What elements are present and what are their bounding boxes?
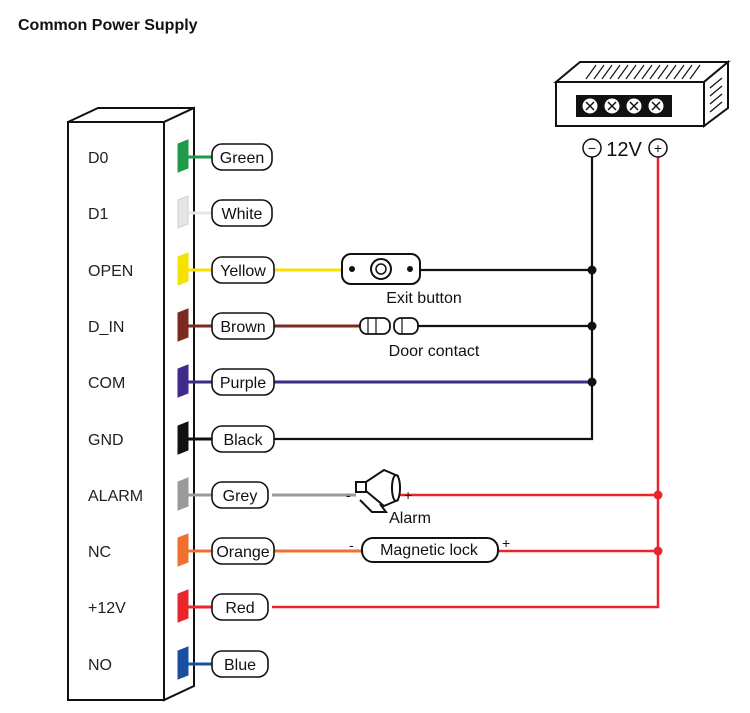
terminal-label-d1: D1 <box>88 206 109 223</box>
door-contact-device: Door contact <box>359 317 480 360</box>
exit-button-label: Exit button <box>386 290 462 307</box>
terminal-row-d-in: D_IN Brown <box>88 308 275 342</box>
wire-color-label-open: Yellow <box>220 263 266 280</box>
terminal-label-12v: +12V <box>88 600 126 617</box>
magnetic-lock-label: Magnetic lock <box>380 542 479 559</box>
terminal-label-nc: NC <box>88 544 111 561</box>
terminal-tab-open <box>177 252 189 286</box>
terminal-tab-nc <box>177 533 189 567</box>
terminal-row-alarm: ALARM Grey <box>88 477 269 511</box>
terminal-row-nc: NC Orange <box>88 533 275 567</box>
junction-dot <box>587 321 597 331</box>
terminal-row-d0: D0 Green <box>88 139 273 173</box>
terminal-row-12v: +12V Red <box>88 589 269 623</box>
terminal-label-d0: D0 <box>88 150 109 167</box>
siren-icon <box>355 468 401 513</box>
terminal-row-com: COM Purple <box>88 364 275 398</box>
alarm-minus-sign: - <box>346 487 351 503</box>
wire-color-label-no: Blue <box>224 657 256 674</box>
wire-color-label-gnd: Black <box>223 432 263 449</box>
terminal-tab-d1 <box>177 195 189 229</box>
power-supply: − 12V + <box>553 59 731 161</box>
power-supply-icon <box>553 59 731 128</box>
terminal-row-no: NO Blue <box>88 646 269 680</box>
magnetic-lock-minus-sign: - <box>349 537 354 553</box>
terminal-tab-gnd <box>177 421 189 455</box>
minus-terminal <box>582 138 602 158</box>
magnetic-lock-plus-sign: + <box>502 535 510 551</box>
wire-color-pill-nc <box>211 537 275 565</box>
wire-color-pill-d0 <box>211 143 273 171</box>
terminal-label-com: COM <box>88 375 125 392</box>
alarm-device: - + Alarm <box>346 468 431 527</box>
terminal-label-open: OPEN <box>88 263 133 280</box>
alarm-label: Alarm <box>389 510 431 527</box>
wires <box>272 157 663 609</box>
terminal-tab-12v <box>177 589 189 623</box>
terminal-tab-no <box>177 646 189 680</box>
wire-color-label-nc: Orange <box>216 544 269 561</box>
wire-color-label-alarm: Grey <box>223 488 258 505</box>
minus-symbol: − <box>588 140 596 156</box>
diagram-title: Common Power Supply <box>18 17 198 34</box>
exit-button-device: Exit button <box>341 253 462 307</box>
terminal-row-d1: D1 White <box>88 195 273 229</box>
wire-color-pill-alarm <box>211 481 269 509</box>
wire-color-pill-no <box>211 650 269 678</box>
junction-dot <box>587 377 597 387</box>
junction-dot <box>653 490 663 500</box>
wire-color-pill-open <box>211 256 275 284</box>
door-contact-label: Door contact <box>389 343 480 360</box>
alarm-plus-sign: + <box>404 487 412 503</box>
wire-color-label-com: Purple <box>220 375 266 392</box>
wire-color-label-d1: White <box>222 206 263 223</box>
terminal-label-no: NO <box>88 657 112 674</box>
wire-color-pill-gnd <box>211 425 275 453</box>
junction-dot <box>587 265 597 275</box>
magnetic-lock-device: Magnetic lock - + <box>349 535 510 563</box>
terminal-tab-d-in <box>177 308 189 342</box>
controller-unit <box>67 106 195 702</box>
terminal-row-gnd: GND Black <box>88 421 275 455</box>
wire-color-pill-12v <box>211 593 269 621</box>
wire-color-pill-com <box>211 368 275 396</box>
terminal-tab-com <box>177 364 189 398</box>
terminal-row-open: OPEN Yellow <box>88 252 275 286</box>
plus-symbol: + <box>654 140 662 156</box>
wire-color-pill-d1 <box>211 199 273 227</box>
wire-color-label-d0: Green <box>220 150 264 167</box>
terminal-label-d-in: D_IN <box>88 319 124 336</box>
black-wire <box>272 157 594 441</box>
junction-dot <box>653 546 663 556</box>
plus-terminal <box>648 138 668 158</box>
wire-color-label-12v: Red <box>225 600 254 617</box>
wire-color-label-d-in: Brown <box>220 319 265 336</box>
terminal-tab-alarm <box>177 477 189 511</box>
door-contact-icon <box>359 317 419 335</box>
terminal-label-gnd: GND <box>88 432 124 449</box>
voltage-label: 12V <box>606 139 642 161</box>
terminal-tab-d0 <box>177 139 189 173</box>
terminal-label-alarm: ALARM <box>88 488 143 505</box>
wire-color-pill-d-in <box>211 312 275 340</box>
red-wire <box>272 157 660 609</box>
push-button-icon <box>341 253 421 285</box>
